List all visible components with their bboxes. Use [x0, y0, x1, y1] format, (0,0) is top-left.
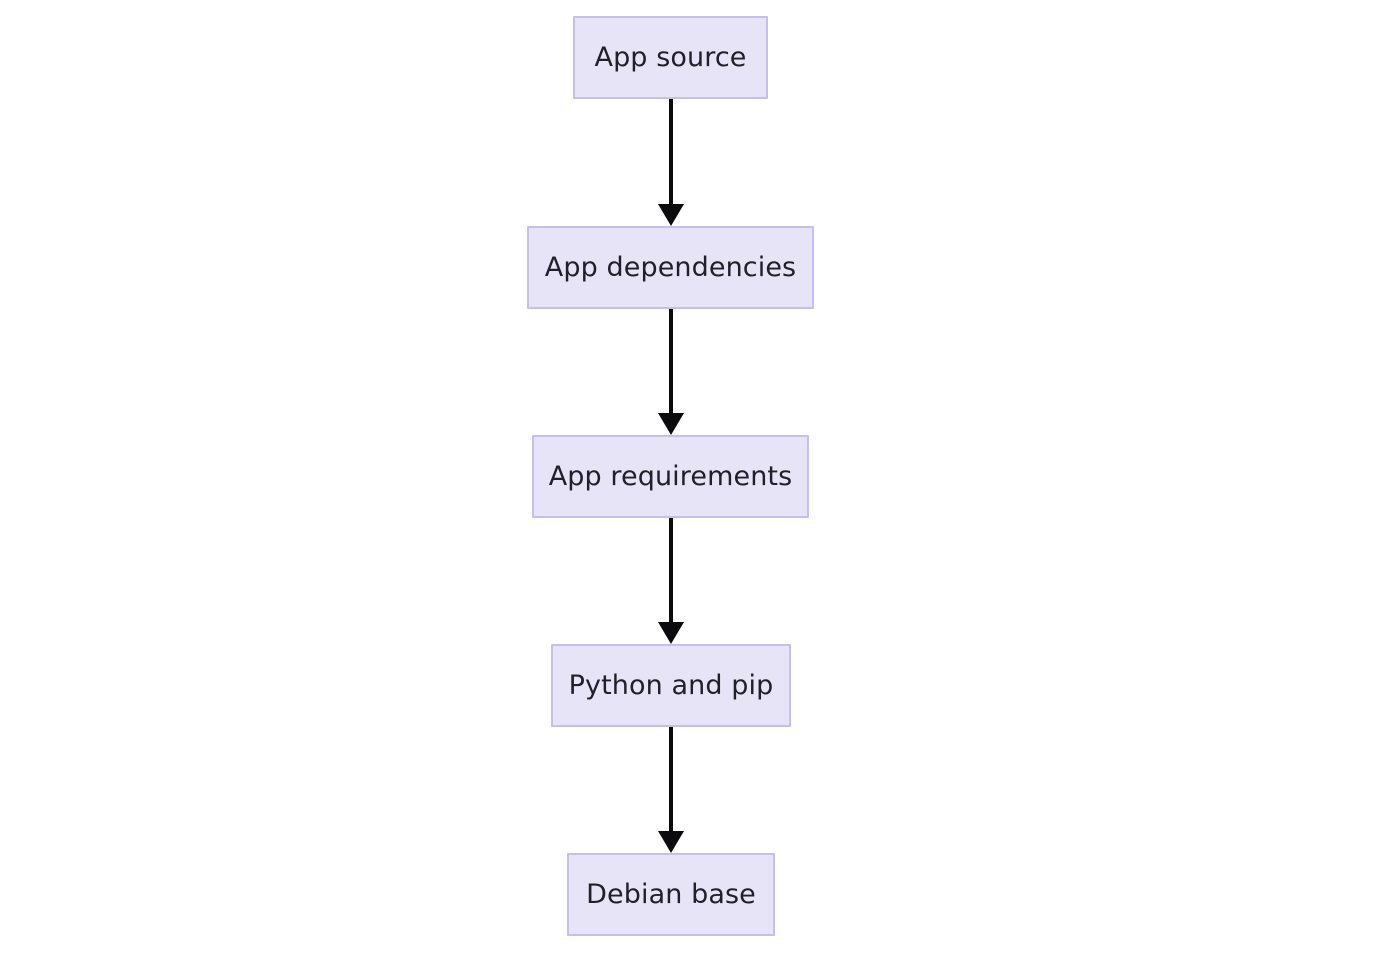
- edge-line: [669, 727, 673, 833]
- node-label: App dependencies: [544, 252, 797, 283]
- arrowhead-icon: [658, 413, 684, 435]
- node-label: App requirements: [548, 461, 793, 492]
- arrowhead-icon: [658, 831, 684, 853]
- node-label: Python and pip: [568, 670, 774, 701]
- node-debian-base[interactable]: Debian base: [567, 853, 775, 936]
- edge-line: [669, 518, 673, 624]
- arrowhead-icon: [658, 622, 684, 644]
- node-app-dependencies[interactable]: App dependencies: [527, 226, 814, 309]
- edge-line: [669, 99, 673, 206]
- node-python-and-pip[interactable]: Python and pip: [551, 644, 791, 727]
- node-label: App source: [594, 42, 747, 73]
- node-app-requirements[interactable]: App requirements: [532, 435, 809, 518]
- edge-line: [669, 309, 673, 415]
- node-app-source[interactable]: App source: [573, 16, 768, 99]
- node-label: Debian base: [586, 879, 756, 910]
- arrowhead-icon: [658, 204, 684, 226]
